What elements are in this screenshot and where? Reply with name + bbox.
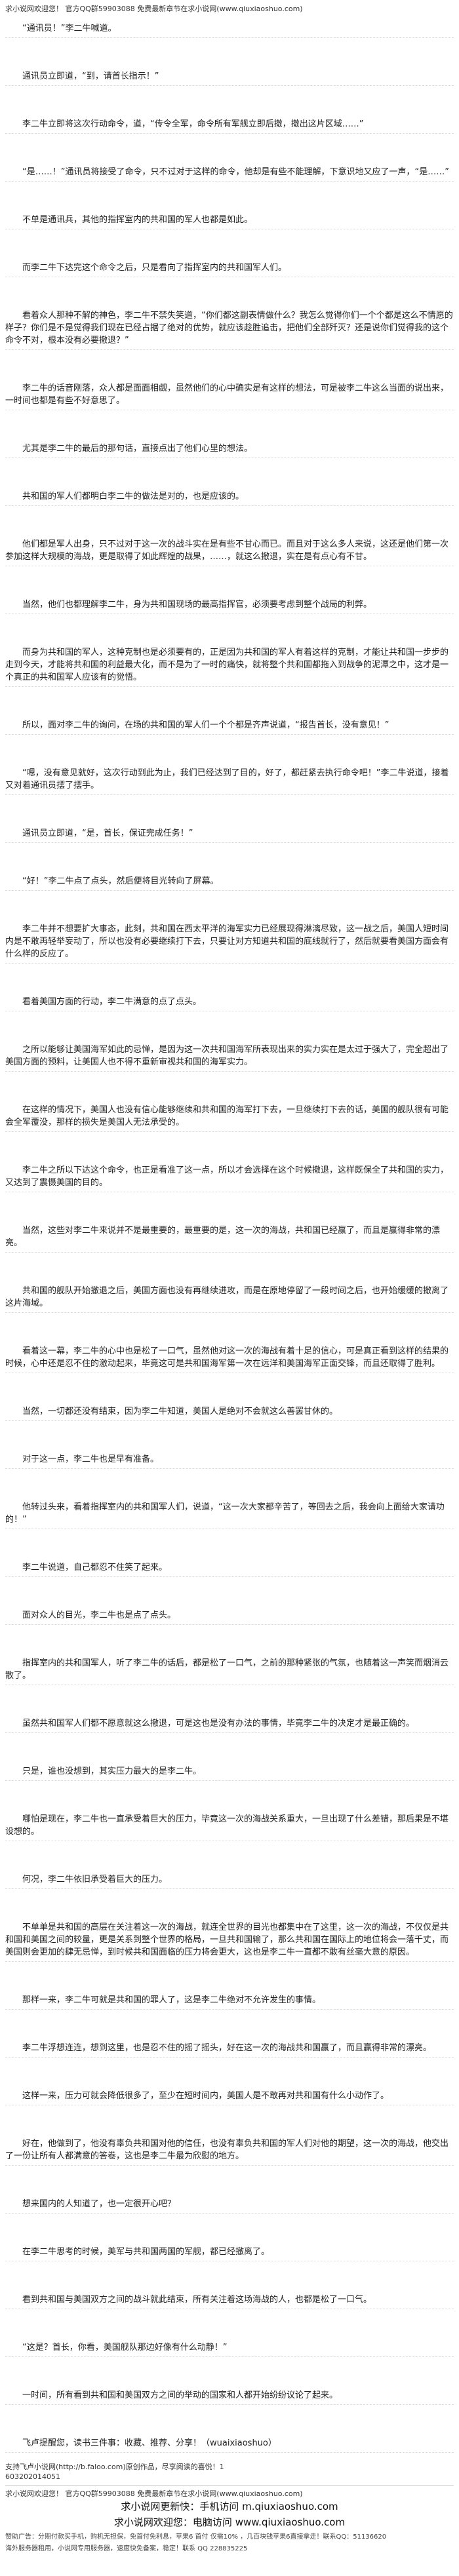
paragraph: “是……！”通讯员将接受了命令，只不过对于这样的命令，他却是有些不能理解，下意识… [5, 166, 454, 182]
paragraph: 对于这一点，李二牛也是早有准备。 [5, 1453, 454, 1469]
paragraph: 当然，一切都还没有结束，因为李二牛知道，美国人是绝对不会就这么善罢甘休的。 [5, 1405, 454, 1421]
paragraph: 他们都是军人出身，只不过对于这一次的战斗实在是有些不甘心而已。而且对于这么多人来… [5, 538, 454, 566]
paragraph: 所以，面对李二牛的询问，在场的共和国的军人们一个个都是齐声说道，“报告首长，没有… [5, 719, 454, 735]
paragraph: “这是？首长，你看，美国舰队那边好像有什么动静！” [5, 2341, 454, 2357]
mobile-site-link[interactable]: m.qiuxiaoshuo.com [242, 2501, 338, 2512]
paragraph: 李二牛浮想连连，想到这里，也是忍不住的摇了摇头，好在这一次的海战共和国赢了，而且… [5, 2042, 454, 2058]
paragraph: 一时间，所有看到共和国和美国双方之间的举动的国家和人都开始纷纷议论了起来。 [5, 2389, 454, 2405]
paragraph: 看到共和国与美国双方之间的战斗就此结束，所有关注着这场海战的人，也都是松了一口气… [5, 2293, 454, 2309]
footer-divider [5, 2485, 454, 2486]
paragraph: “嗯，没有意见就好，这次行动到此为止，我们已经达到了目的，好了，都赶紧去执行命令… [5, 767, 454, 795]
mobile-access-label: 求小说网更新快：手机访问 [121, 2501, 239, 2512]
paragraph: 指挥室内的共和国军人，听了李二牛的话后，都是松了一口气，之前的那种紧张的气氛，也… [5, 1657, 454, 1685]
pc-site-link[interactable]: www.qiuxiaoshuo.com [235, 2516, 346, 2528]
footer-welcome-notice[interactable]: 求小说网欢迎您！ 官方QQ群59903088 免费最新章节在求小说网(www.q… [5, 2489, 454, 2499]
paragraph: 在李二牛思考的时候，美军与共和国两国的军舰，都已经撤离了。 [5, 2246, 454, 2261]
footer-welcome-text: 求小说网欢迎您！ 官方QQ群59903088 免费最新章节在求小说网(www.q… [5, 2489, 303, 2498]
paragraph: 李二牛立即将这次行动命令，道，“传令全军，命令所有军舰立即后撤，撤出这片区域……… [5, 118, 454, 134]
page-footer: 支持飞卢小说网(http://b.faloo.com)原创作品，尽享阅读的喜悦！… [0, 2459, 459, 2576]
pc-access-label: 求小说网欢迎您：电脑访问 [113, 2516, 232, 2528]
paragraph: “好！”李二牛点了点头，然后便将目光转向了屏幕。 [5, 875, 454, 891]
paragraph: 面对众人的目光，李二牛也是点了点头。 [5, 1609, 454, 1625]
paragraph: 之所以能够让美国海军如此的忌惮，是因为这一次共和国海军所表现出来的实力实在是太过… [5, 1044, 454, 1072]
paragraph: 想来国内的人知道了，也一定很开心吧？ [5, 2198, 454, 2214]
paragraph: 当然，这些对李二牛来说并不是最重要的，最重要的是，这一次的海战，共和国已经赢了，… [5, 1224, 454, 1253]
paragraph: 李二牛之所以下达这个命令，也正是看准了这一点，所以才会选择在这个时候撤退，这样既… [5, 1164, 454, 1192]
support-line[interactable]: 支持飞卢小说网(http://b.faloo.com)原创作品，尽享阅读的喜悦！… [5, 2462, 454, 2472]
paragraph: 不单单是共和国的高层在关注着这一次的海战，就连全世界的目光也都集中在了这里，这一… [5, 1921, 454, 1962]
paragraph: 那样一来，李二牛可就是共和国的罪人了，这是李二牛绝对不允许发生的事情。 [5, 1994, 454, 2010]
paragraph: 看着这一幕，李二牛的心中也是松了一口气，虽然他对这一次的海战有着十足的信心，可是… [5, 1345, 454, 1373]
paragraph: 看着众人那种不解的神色，李二牛不禁失笑道，“你们都这副表情做什么？我怎么觉得你们… [5, 309, 454, 350]
paragraph: 虽然共和国军人们都不愿意就这么撤退，可是这也是没有办法的事情，毕竟李二牛的决定才… [5, 1717, 454, 1733]
paragraph: 共和国的军人们都明白李二牛的做法是对的，也是应该的。 [5, 490, 454, 506]
faloo-support-link[interactable]: 支持飞卢小说网(http://b.faloo.com)原创作品，尽享阅读的喜悦！… [5, 2463, 224, 2471]
paragraph: 哪怕是现在，李二牛也一直承受着巨大的压力，毕竟这一次的海战关系重大，一旦出现了什… [5, 1813, 454, 1841]
paragraph: “通讯员！”李二牛喊道。 [5, 22, 454, 38]
paragraph: 通讯员立即道，“是，首长，保证完成任务！” [5, 827, 454, 843]
mobile-access-line: 求小说网更新快：手机访问 m.qiuxiaoshuo.com [5, 2499, 454, 2514]
paragraph: 何况，李二牛依旧承受着巨大的压力。 [5, 1873, 454, 1889]
paragraph: 共和国的舰队开始撤退之后，美国方面也没有再继续进攻，而是在原地停留了一段时间之后… [5, 1285, 454, 1313]
sponsor-ad-server[interactable]: 海外服务器租用，小说网专用服务器，速度快免备案，稳定！联系 QQ 2288352… [5, 2545, 248, 2552]
paragraph: 尤其是李二牛的最后的那句话，直接点出了他们心里的想法。 [5, 442, 454, 458]
pc-access-line: 求小说网欢迎您：电脑访问 www.qiuxiaoshuo.com [5, 2514, 454, 2530]
paragraph: 好在，他做到了，他没有辜负共和国对他的信任，也没有辜负共和国的军人们对他的期望，… [5, 2137, 454, 2166]
chapter-content: “通讯员！”李二牛喊道。通讯员立即道，“到，请首长指示！” 李二牛立即将这次行动命… [0, 18, 459, 2459]
paragraph: 不单是通讯兵，其他的指挥室内的共和国的军人也都是如此。 [5, 214, 454, 229]
site-welcome-notice[interactable]: 求小说网欢迎您！ 官方QQ群59903088 免费最新章节在求小说网(www.q… [0, 0, 459, 18]
paragraph: 在这样的情况下，美国人也没有信心能够继续和共和国的海军打下去，一旦继续打下去的话… [5, 1104, 454, 1132]
paragraph: 通讯员立即道，“到，请首长指示！” [5, 70, 454, 86]
site-welcome-text: 求小说网欢迎您！ 官方QQ群59903088 免费最新章节在求小说网(www.q… [5, 5, 303, 13]
paragraph: 当然，他们也都理解李二牛，身为共和国现场的最高指挥官，必须要考虑到整个战局的利弊… [5, 598, 454, 614]
paragraph: 他转过头来，看着指挥室内的共和国军人们，说道，“这一次大家都辛苦了，等回去之后，… [5, 1501, 454, 1529]
paragraph: 李二牛说道，自己都忍不住笑了起来。 [5, 1561, 454, 1577]
paragraph: 看着美国方面的行动，李二牛满意的点了点头。 [5, 996, 454, 1011]
sponsor-ad-phone[interactable]: 赞助广告：分期付款买手机，购机无担保，免首付免利息，苹果6 首付 仅需10% ，… [5, 2533, 387, 2541]
paragraph: 李二牛的话音刚落，众人都是面面相觑，虽然他们的心中确实是有这样的想法，可是被李二… [5, 382, 454, 410]
paragraph: 这样一来，压力可就会降低很多了，至少在短时间内，美国人是不敢再对共和国有什么小动… [5, 2090, 454, 2105]
paragraph: 只是，谁也没想到，其实压力最大的是李二牛。 [5, 1765, 454, 1781]
paragraph: 而身为共和国的军人，这种克制也是必须要有的，正是因为共和国的军人有着这样的克制，… [5, 646, 454, 687]
paragraph: 李二牛并不想要扩大事态，此刻，共和国在西太平洋的海军实力已经展现得淋漓尽致，这一… [5, 923, 454, 964]
chapter-code: 603202014051 [5, 2472, 60, 2481]
paragraph: 而李二牛下达完这个命令之后，只是看向了指挥室内的共和国军人们。 [5, 262, 454, 277]
paragraph: 飞卢提醒您，读书三件事：收藏、推荐、分享！（wuaixiaoshuo） [5, 2437, 454, 2453]
